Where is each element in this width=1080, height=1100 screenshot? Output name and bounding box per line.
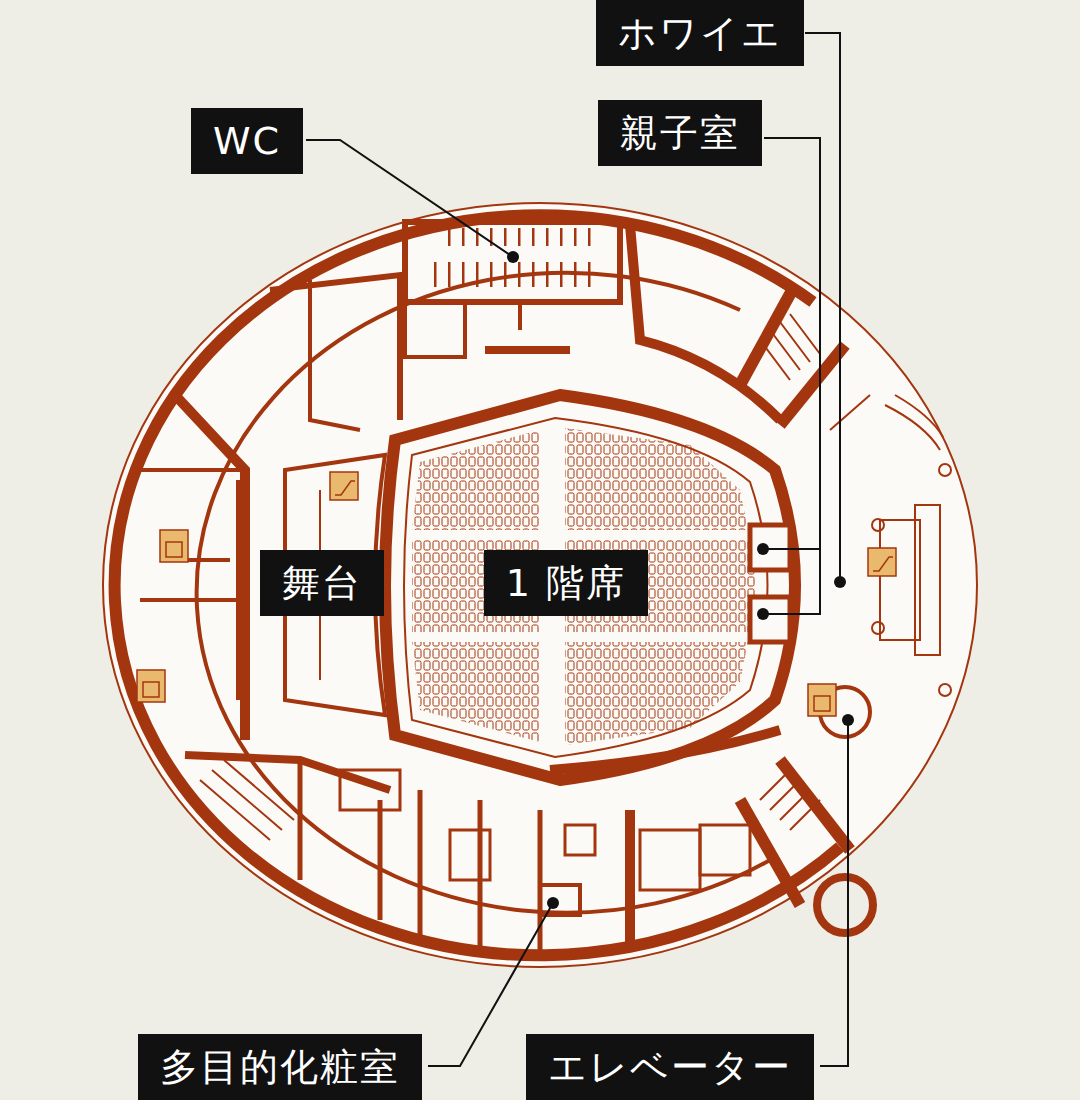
label-box: WC	[191, 108, 303, 174]
outer-wall	[115, 215, 840, 955]
label-text: 多目的化粧室	[160, 1048, 400, 1086]
label-box: 親子室	[598, 100, 762, 166]
label-box: エレベーター	[526, 1034, 814, 1100]
label-box: 舞台	[260, 550, 384, 616]
label-text: 舞台	[282, 564, 362, 602]
label-text: 親子室	[620, 114, 740, 152]
seating	[412, 430, 540, 530]
label-text: エレベーター	[548, 1048, 792, 1086]
label-text: 1 階席	[506, 564, 626, 602]
hall-wall	[385, 395, 795, 780]
elevator-symbol	[137, 530, 836, 716]
leader-line	[306, 33, 848, 1066]
label-box: 多目的化粧室	[138, 1034, 422, 1100]
label-box: 1 階席	[484, 550, 648, 616]
label-text: ホワイエ	[618, 14, 782, 52]
inner-wall	[197, 273, 770, 913]
building-outline	[103, 203, 977, 967]
label-text: WC	[213, 122, 281, 160]
label-box: ホワイエ	[596, 0, 804, 66]
